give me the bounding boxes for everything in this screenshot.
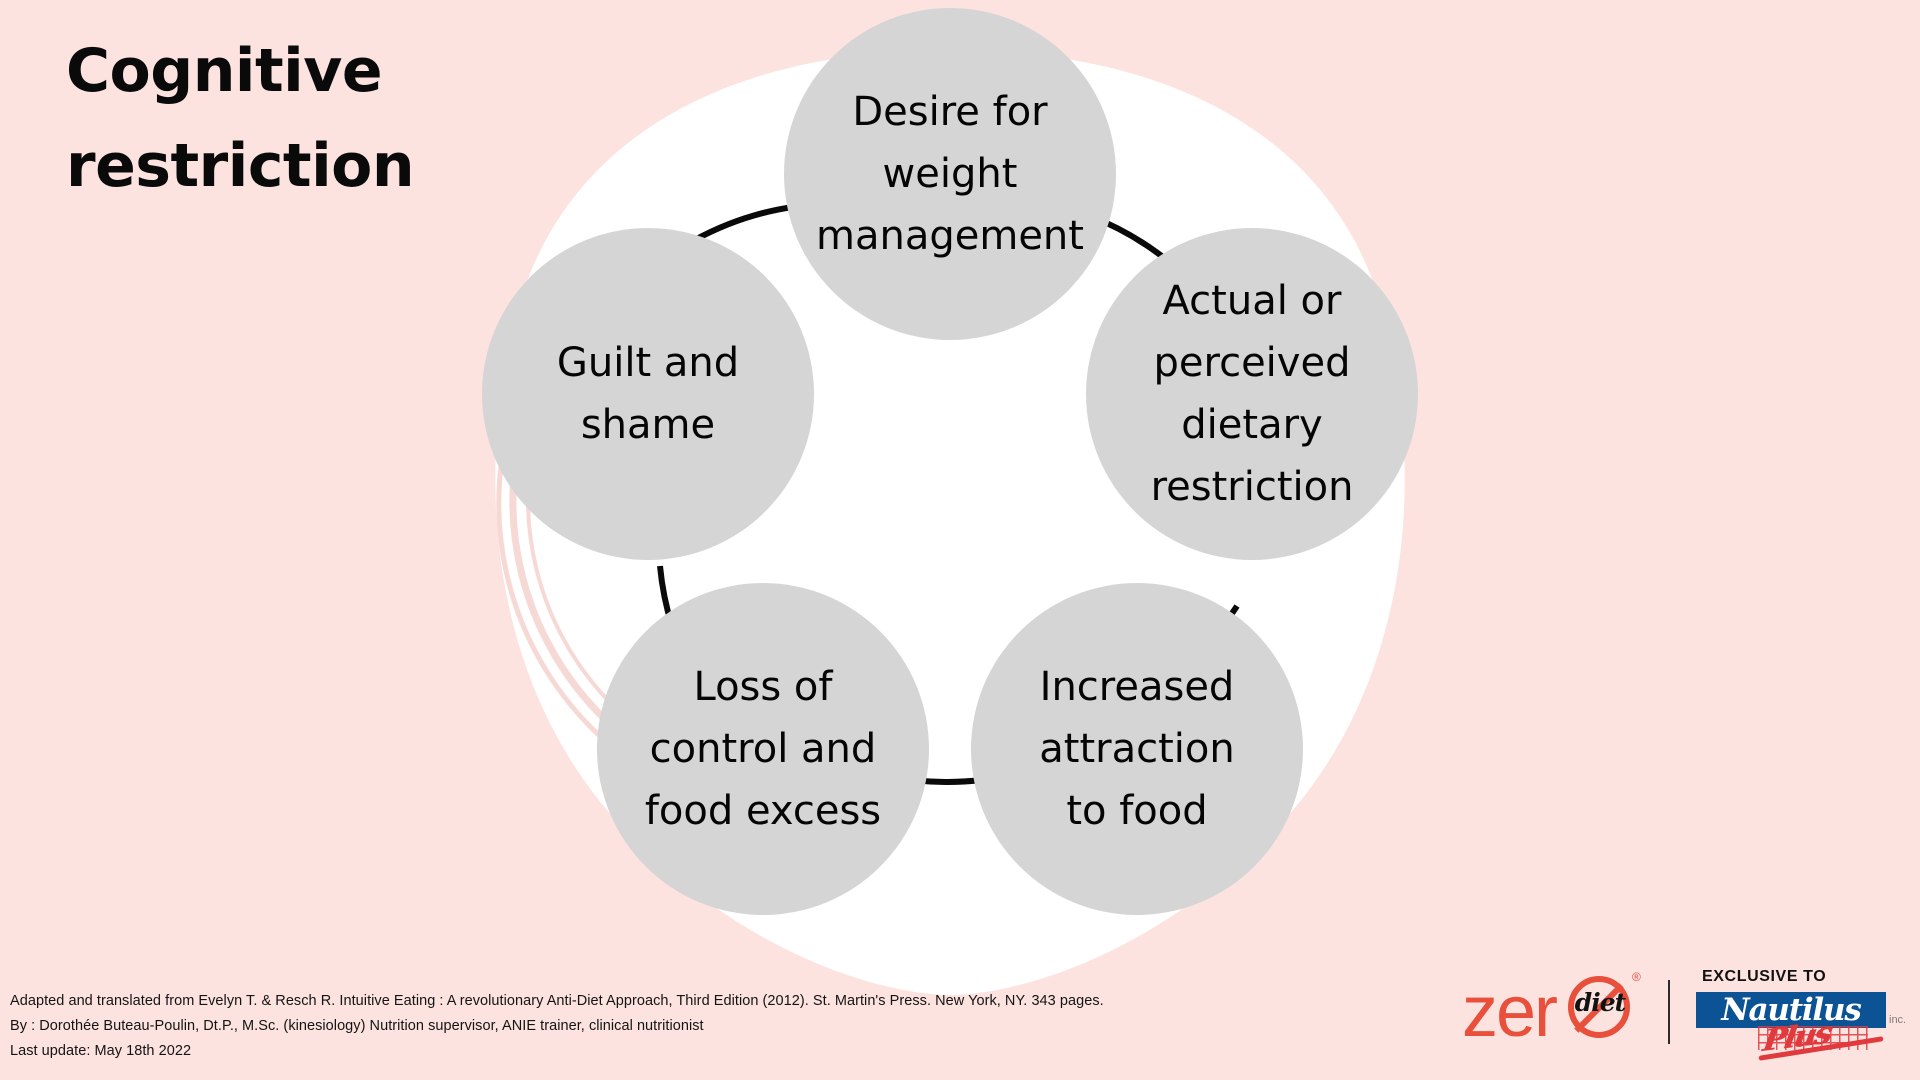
nautilus-plus-logo: EXCLUSIVE TO Nautilus inc. Plus <box>1696 962 1906 1062</box>
exclusive-to-label: EXCLUSIVE TO <box>1702 968 1827 985</box>
node-circle-actual-or-perceived-dietary-restriction <box>1086 228 1418 560</box>
nautilus-inc-suffix: inc. <box>1889 1014 1907 1026</box>
zero-diet-logo: zer diet ® <box>1462 962 1650 1062</box>
registered-trademark-icon: ® <box>1632 970 1641 984</box>
plus-script-wordmark: Plus <box>1760 1016 1833 1059</box>
nautilus-plus-mark: Plus <box>1758 1016 1884 1061</box>
footer-line-source: Adapted and translated from Evelyn T. & … <box>10 993 1104 1009</box>
footer-line-last-update: Last update: May 18th 2022 <box>10 1043 192 1059</box>
zero-wordmark: zer <box>1462 972 1558 1052</box>
page-title: Cognitive restriction <box>66 36 415 201</box>
logo-divider <box>1668 980 1670 1044</box>
no-symbol-ring-icon <box>1568 976 1630 1038</box>
node-circle-increased-attraction-to-food <box>971 583 1303 915</box>
cycle-node-circles <box>482 8 1418 915</box>
footer-credits: Adapted and translated from Evelyn T. & … <box>10 989 1104 1064</box>
logo-group: zer diet ® EXCLUSIVE TO Nautilus inc. Pl… <box>1462 962 1906 1062</box>
footer-line-author: By : Dorothée Buteau-Poulin, Dt.P., M.Sc… <box>10 1018 704 1034</box>
node-circle-guilt-and-shame <box>482 228 814 560</box>
node-circle-loss-of-control-and-food-excess <box>597 583 929 915</box>
zero-diet-inner-label: diet <box>1574 988 1626 1017</box>
nautilus-brand-wordmark: Nautilus <box>1721 992 1861 1028</box>
node-circle-desire-for-weight-management <box>784 8 1116 340</box>
nautilus-brand-box <box>1696 992 1886 1028</box>
